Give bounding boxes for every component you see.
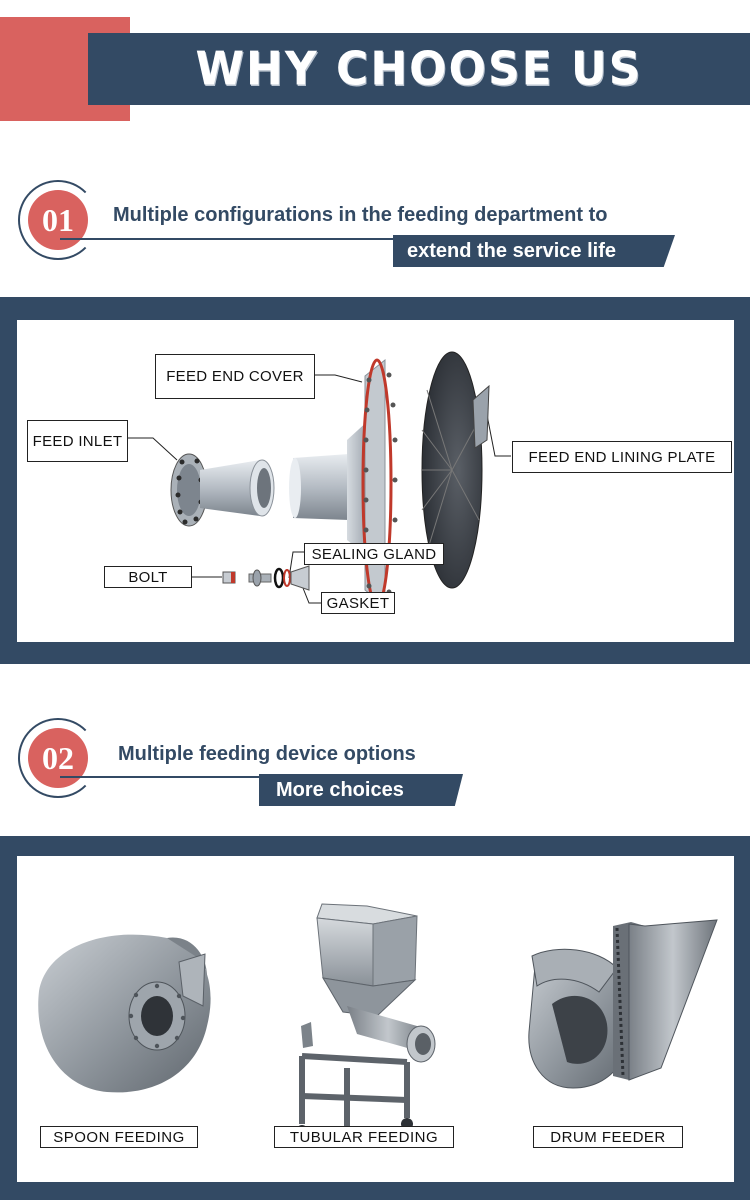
exploded-view-frame: FEED END COVER FEED INLET FEED END LININ…	[0, 297, 750, 664]
exploded-view-illustration	[127, 351, 511, 608]
section-01-heading: 01 Multiple configurations in the feedin…	[0, 180, 750, 280]
section-01-title: Multiple configurations in the feeding d…	[113, 204, 608, 226]
label-feed-inlet: FEED INLET	[27, 420, 128, 462]
label-sealing-gland: SEALING GLAND	[304, 543, 444, 565]
feeder-illustrations	[38, 903, 718, 1147]
tubular-feeder-image	[296, 903, 436, 1147]
section-01-subtitle: extend the service life	[393, 235, 675, 267]
section-02-heading: 02 Multiple feeding device options More …	[0, 718, 750, 818]
label-gasket: GASKET	[321, 592, 395, 614]
header-banner: WHY CHOOSE US	[88, 33, 750, 105]
feeder-options-frame: SPOON FEEDING TUBULAR FEEDING DRUM FEEDE…	[0, 836, 750, 1200]
page-title: WHY CHOOSE US	[195, 42, 643, 96]
heading-underline	[60, 238, 670, 240]
label-tubular-feeding: TUBULAR FEEDING	[274, 1126, 454, 1148]
label-spoon-feeding: SPOON FEEDING	[40, 1126, 198, 1148]
section-02-subtitle: More choices	[259, 774, 463, 806]
drum-feeder-image	[528, 919, 718, 1089]
label-feed-end-cover: FEED END COVER	[155, 354, 315, 399]
label-drum-feeder: DRUM FEEDER	[533, 1126, 683, 1148]
label-bolt: BOLT	[104, 566, 192, 588]
label-feed-end-lining-plate: FEED END LINING PLATE	[512, 441, 732, 473]
feeder-options-panel: SPOON FEEDING TUBULAR FEEDING DRUM FEEDE…	[17, 856, 734, 1182]
section-number-badge: 02	[28, 728, 88, 788]
exploded-view-panel: FEED END COVER FEED INLET FEED END LININ…	[17, 320, 734, 642]
spoon-feeder-image	[38, 934, 211, 1093]
number-ring	[18, 718, 98, 798]
section-number-badge: 01	[28, 190, 88, 250]
number-ring	[18, 180, 98, 260]
section-02-title: Multiple feeding device options	[118, 743, 416, 765]
